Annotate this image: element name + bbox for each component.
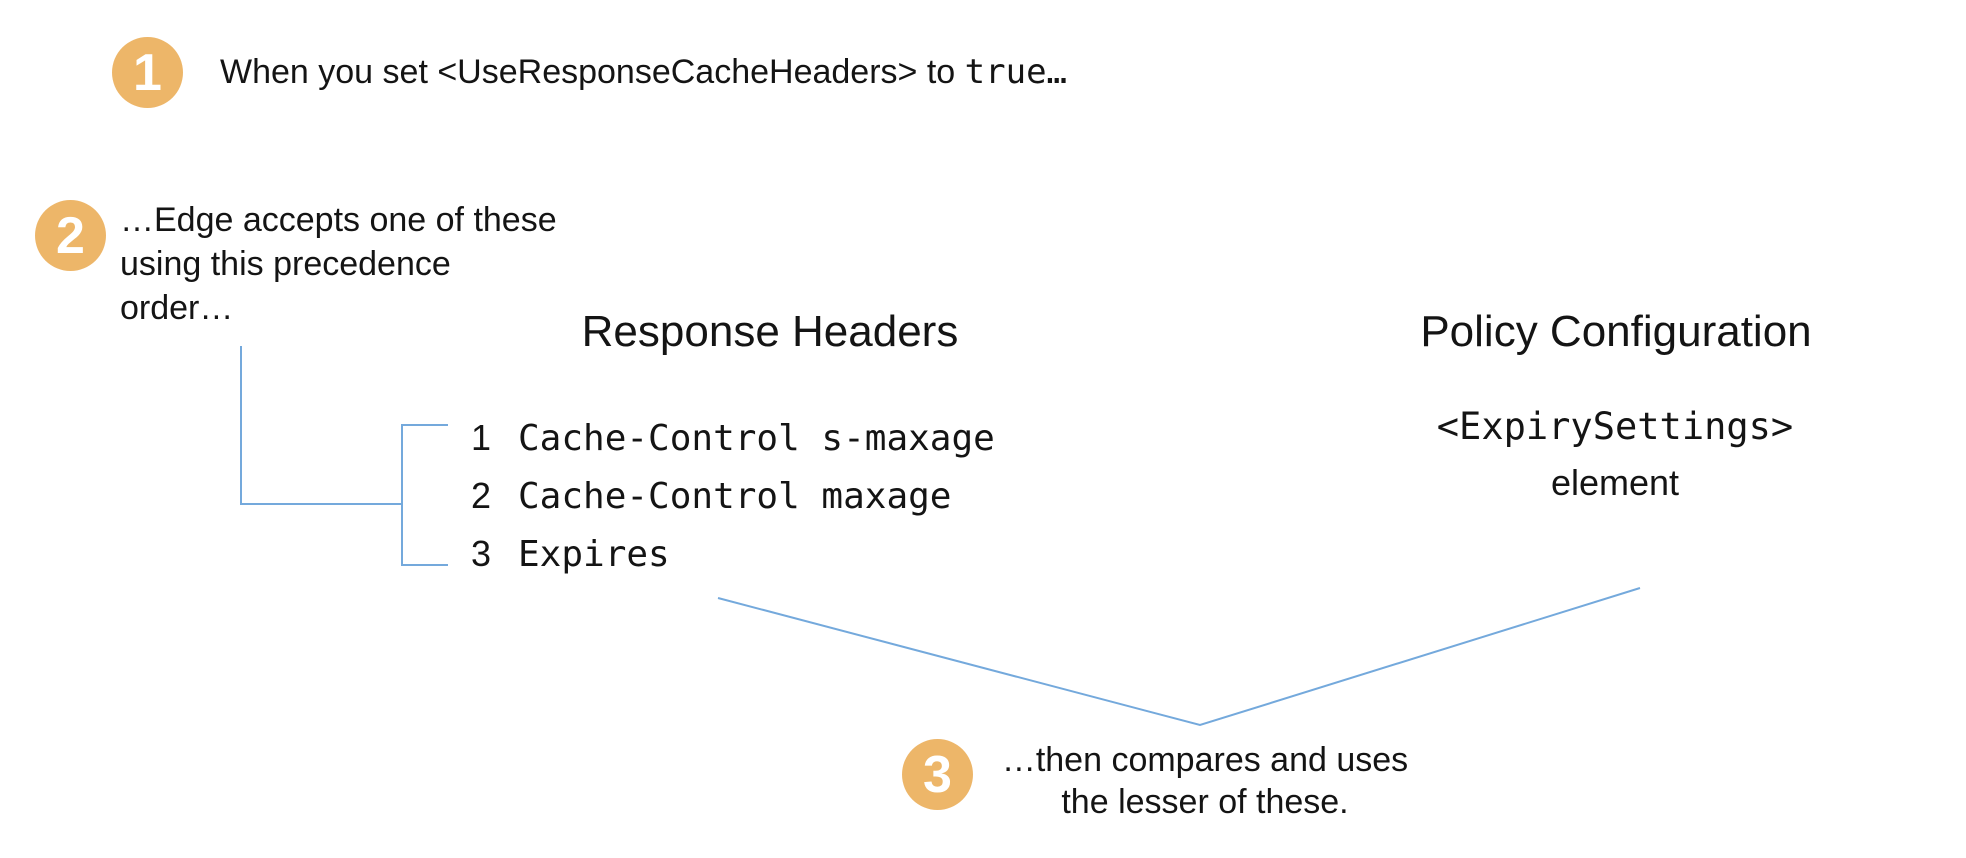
step-2-number: 2	[56, 206, 85, 265]
step-3-number: 3	[923, 745, 952, 804]
response-headers-title: Response Headers	[581, 307, 959, 356]
expiry-settings-tag: <ExpirySettings>	[1436, 405, 1794, 448]
step-2-text: …Edge accepts one of these using this pr…	[120, 201, 557, 327]
step-3-text: …then compares and uses the lesser of th…	[1001, 741, 1409, 821]
precedence-item-3-order: 3	[470, 533, 492, 574]
precedence-elbow-line	[240, 346, 402, 505]
precedence-item-2: 2 Cache-Control maxage	[460, 467, 995, 525]
precedence-bracket-line	[401, 424, 448, 566]
step-3-badge: 3	[902, 739, 973, 810]
policy-configuration-title: Policy Configuration	[1420, 307, 1812, 356]
step-1-text: When you set <UseResponseCacheHeaders> t…	[220, 52, 1067, 92]
step-1-badge: 1	[112, 37, 183, 108]
expiry-settings-element-label: element	[1550, 462, 1680, 503]
step-1-text-sans: When you set <UseResponseCacheHeaders> t…	[220, 53, 965, 91]
precedence-list: 1 Cache-Control s-maxage 2 Cache-Control…	[460, 409, 995, 583]
precedence-item-3: 3 Expires	[460, 525, 995, 583]
precedence-item-2-value: Cache-Control maxage	[518, 476, 952, 517]
precedence-item-1-order: 1	[470, 417, 492, 458]
precedence-item-3-value: Expires	[518, 534, 670, 575]
step-1-number: 1	[133, 43, 162, 102]
precedence-item-2-order: 2	[470, 475, 492, 516]
precedence-item-1-value: Cache-Control s-maxage	[518, 418, 995, 459]
compare-v-line	[717, 587, 1641, 727]
step-2-badge: 2	[35, 200, 106, 271]
precedence-item-1: 1 Cache-Control s-maxage	[460, 409, 995, 467]
step-1-text-code: true…	[964, 52, 1068, 92]
